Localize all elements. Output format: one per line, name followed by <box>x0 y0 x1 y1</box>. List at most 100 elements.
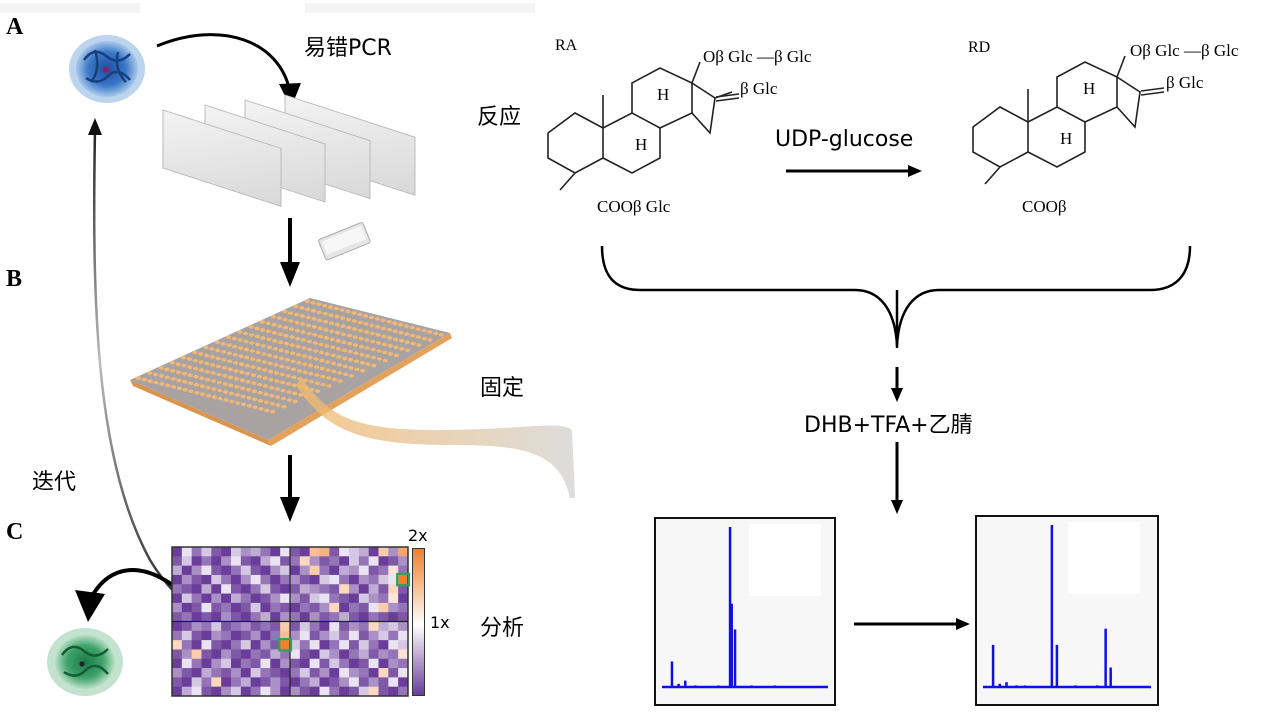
heatmap-cell <box>339 640 350 650</box>
heatmap-cell <box>299 556 310 566</box>
heatmap-cell <box>349 565 360 576</box>
plate-spot <box>285 374 291 378</box>
heatmap-cell <box>221 547 232 557</box>
plate-spot <box>300 322 306 326</box>
heatmap-cell <box>240 612 251 622</box>
plate-spot <box>388 352 394 356</box>
heatmap-cell <box>378 649 389 660</box>
plate-spot <box>215 348 221 353</box>
heatmap-cell <box>319 677 330 687</box>
heatmap-cell <box>368 640 379 650</box>
heatmap-cell <box>191 547 202 557</box>
plate-spot <box>248 325 254 329</box>
heatmap-cell <box>309 565 320 576</box>
plate-spot <box>244 355 250 360</box>
heatmap-cell <box>398 612 409 622</box>
heatmap-cell <box>231 668 242 678</box>
heatmap-cell <box>211 640 222 650</box>
plate-spot <box>255 342 261 347</box>
plate-spot <box>260 328 266 332</box>
plate-spot <box>198 368 205 372</box>
panel-letter-a: A <box>6 14 24 40</box>
heatmap-cell <box>172 565 183 576</box>
plate-spot <box>346 325 352 330</box>
heatmap-cell <box>388 612 399 622</box>
heatmap-cell <box>231 630 242 641</box>
heatmap-cell <box>240 593 251 604</box>
heatmap-cell <box>290 602 301 613</box>
heatmap-cell <box>309 649 320 660</box>
plate-spot <box>363 330 370 334</box>
heatmap-cell <box>299 649 310 660</box>
plate-spot <box>182 380 188 384</box>
heatmap-cell <box>231 602 242 613</box>
heatmap-cell <box>398 565 409 576</box>
plate-spot <box>234 393 240 397</box>
heatmap-cell <box>280 602 291 613</box>
plate-spot <box>353 359 360 364</box>
plate-spot <box>158 366 164 370</box>
heatmap-cell <box>221 612 232 622</box>
heatmap-cell <box>181 574 192 585</box>
plate-spot <box>198 360 204 364</box>
plate-spot <box>268 369 274 374</box>
heatmap-cell <box>250 602 261 613</box>
plate-spot <box>398 338 405 343</box>
plate-spot <box>369 323 375 328</box>
heatmap-cell <box>339 668 350 678</box>
heatmap-cell <box>309 686 320 697</box>
heatmap-cell <box>191 686 202 697</box>
plate-spot <box>325 368 331 372</box>
plate-spot <box>319 358 325 363</box>
plate-spot <box>328 305 334 309</box>
heatmap-cell <box>172 612 183 622</box>
heatmap-cell <box>290 556 301 566</box>
heatmap-cell <box>221 584 232 594</box>
plate-spot <box>220 350 227 354</box>
plate-spot <box>282 309 288 314</box>
heatmap-cell <box>211 565 222 576</box>
heatmap-cell <box>260 612 271 622</box>
plate-spot <box>211 395 217 399</box>
plate-spot <box>187 365 193 370</box>
plate-spot <box>307 347 313 352</box>
plate-spot <box>335 347 342 351</box>
heatmap-cell <box>319 602 330 613</box>
plate-spot <box>286 398 292 402</box>
plate-spot <box>233 369 239 373</box>
plate-spot <box>254 334 260 339</box>
heatmap-cell <box>309 593 320 604</box>
heatmap-cell <box>329 686 340 697</box>
heatmap-cell <box>221 602 232 613</box>
plate-spot <box>210 379 217 383</box>
heatmap-cell <box>240 668 251 678</box>
plate-spot <box>318 334 324 339</box>
plate-spot <box>288 311 294 315</box>
plate-spot <box>358 336 364 341</box>
plate-spot <box>324 352 330 356</box>
heatmap-cell <box>290 547 301 557</box>
plate-spot <box>376 349 382 353</box>
heatmap-cell <box>398 686 409 697</box>
heatmap-cell <box>172 640 183 650</box>
heatmap-cell <box>378 547 389 557</box>
plate-spot <box>300 330 306 334</box>
plate-spot <box>270 314 277 319</box>
plate-spot <box>165 383 171 388</box>
heatmap-cell <box>191 565 202 576</box>
plate-spot <box>232 352 238 357</box>
heatmap-cell <box>191 649 202 660</box>
plate-spot <box>261 352 267 356</box>
plate-spot <box>404 340 410 345</box>
plate-spot <box>280 396 287 401</box>
plate-spot <box>181 363 187 368</box>
plate-spot <box>273 355 279 359</box>
plate-spot <box>301 354 307 358</box>
plate-spot <box>340 332 347 337</box>
heatmap-cell <box>329 584 340 594</box>
heatmap-cell <box>339 556 350 566</box>
heatmap-cell <box>181 686 192 697</box>
plate-spot <box>278 348 284 353</box>
plate-spot <box>170 369 176 373</box>
plate-spot <box>264 408 270 413</box>
